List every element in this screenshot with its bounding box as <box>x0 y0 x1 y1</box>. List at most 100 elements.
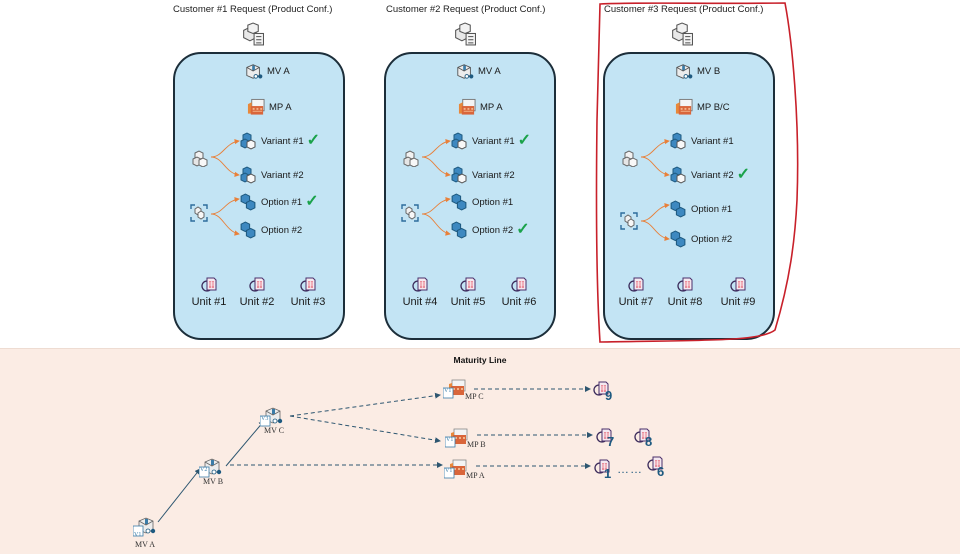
unit-label: Unit #5 <box>450 296 486 308</box>
customer-1-title: Customer #1 Request (Product Conf.) <box>173 4 333 15</box>
option-2-row[interactable]: Option #2 ✓ <box>450 221 530 239</box>
mv-row: MV B <box>675 62 720 80</box>
unit-label: Unit #2 <box>239 296 275 308</box>
mp-row: MP A <box>458 98 503 116</box>
mp-label: MP A <box>269 101 292 113</box>
unit-icon <box>300 277 316 292</box>
variant-1-row[interactable]: Variant #1 ✓ <box>239 132 320 150</box>
option-icon <box>240 221 256 239</box>
variant-option-arrows <box>210 138 240 236</box>
variant-2-row[interactable]: Variant #2 <box>239 166 304 184</box>
mp-c-label: MP C <box>465 392 484 401</box>
mv-label: MV B <box>697 65 721 77</box>
mp-row: MP B/C <box>675 98 730 116</box>
model-version-icon <box>676 64 693 79</box>
variant-1-row[interactable]: Variant #1 <box>669 132 734 150</box>
variant-icon <box>451 132 467 150</box>
mv-row: MV A <box>245 62 290 80</box>
link-mva-mvb <box>157 468 201 523</box>
unit-icon <box>677 277 693 292</box>
variant-1-label: Variant #1 <box>472 135 515 147</box>
customer-3-card: MV B MP B/C Variant #1 Variant #2 ✓ Opti… <box>603 52 775 340</box>
check-icon: ✓ <box>516 221 530 238</box>
unit-icon <box>412 277 428 292</box>
manufacturing-plan-icon <box>675 98 693 116</box>
option-1-row[interactable]: Option #1 ✓ <box>239 193 319 211</box>
variant-1-label: Variant #1 <box>261 135 304 147</box>
option-1-label: Option #1 <box>472 196 514 208</box>
variant-2-label: Variant #2 <box>261 169 304 181</box>
unit-label: Unit #4 <box>402 296 438 308</box>
unit-item: Unit #5 <box>443 276 493 308</box>
option-icon <box>670 230 686 248</box>
mp-c-version: V1 <box>444 388 452 394</box>
unit-label: Unit #9 <box>720 296 756 308</box>
variant-2-row[interactable]: Variant #2 <box>450 166 515 184</box>
customer-2-title: Customer #2 Request (Product Conf.) <box>386 4 546 15</box>
customer-2-card: MV A MP A Variant #1 ✓ Variant #2 Option… <box>384 52 556 340</box>
mv-c-version: V3 <box>261 416 269 422</box>
variant-source-icon <box>192 150 208 167</box>
unit-label: Unit #8 <box>667 296 703 308</box>
option-1-row[interactable]: Option #1 <box>450 193 513 211</box>
product-configuration-icon <box>672 22 694 46</box>
check-icon: ✓ <box>305 193 319 210</box>
unit-label: Unit #3 <box>290 296 326 308</box>
unit-item: Unit #7 <box>611 276 661 308</box>
option-source-icon <box>620 212 638 230</box>
variant-icon <box>670 166 686 184</box>
unit-8-number: 8 <box>645 434 653 449</box>
option-1-label: Option #1 <box>261 196 303 208</box>
unit-icon <box>460 277 476 292</box>
unit-6-number: 6 <box>657 464 665 479</box>
option-icon <box>670 200 686 218</box>
variant-option-arrows <box>421 138 451 236</box>
unit-9-number: 9 <box>605 388 613 403</box>
mp-a-label: MP A <box>466 471 485 480</box>
unit-label: Unit #1 <box>191 296 227 308</box>
mv-c-label: MV C <box>264 426 285 435</box>
customer-1-card: MV A MP A Variant #1 ✓ Variant #2 Option… <box>173 52 345 340</box>
model-version-icon <box>457 64 474 79</box>
variant-icon <box>670 132 686 150</box>
variant-2-row[interactable]: Variant #2 ✓ <box>669 166 750 184</box>
link-mvc-mpb <box>289 415 441 444</box>
unit-label: Unit #7 <box>618 296 654 308</box>
maturity-line-section: Maturity Line V1 MV A V2 MV B V3 MV C V1… <box>0 348 960 554</box>
variant-1-row[interactable]: Variant #1 ✓ <box>450 132 531 150</box>
mv-a-version: V1 <box>134 532 142 538</box>
ellipsis: …… <box>617 462 643 476</box>
variant-source-icon <box>622 150 638 167</box>
variant-icon <box>451 166 467 184</box>
manufacturing-plan-icon <box>247 98 265 116</box>
unit-item: Unit #6 <box>494 276 544 308</box>
option-icon <box>240 193 256 211</box>
unit-item: Unit #1 <box>184 276 234 308</box>
mv-label: MV A <box>267 65 290 77</box>
mp-label: MP B/C <box>697 101 730 113</box>
variant-2-label: Variant #2 <box>472 169 515 181</box>
check-icon: ✓ <box>517 132 532 149</box>
mv-b-label: MV B <box>203 477 224 486</box>
option-1-row[interactable]: Option #1 <box>669 200 732 218</box>
link-mvb-mvc <box>225 420 265 467</box>
maturity-links <box>157 386 593 523</box>
unit-1-number: 1 <box>604 466 612 481</box>
unit-7-number: 7 <box>607 434 615 449</box>
unit-icon <box>628 277 644 292</box>
product-configuration-icon <box>243 22 265 46</box>
option-2-row[interactable]: Option #2 <box>669 230 732 248</box>
mv-a-label: MV A <box>135 540 156 549</box>
unit-item: Unit #3 <box>283 276 333 308</box>
maturity-line-title: Maturity Line <box>453 355 507 365</box>
mp-label: MP A <box>480 101 503 113</box>
manufacturing-plan-icon <box>458 98 476 116</box>
mp-a-version: V1 <box>445 468 453 474</box>
option-1-label: Option #1 <box>691 203 733 215</box>
option-2-row[interactable]: Option #2 <box>239 221 302 239</box>
variant-icon <box>240 132 256 150</box>
option-source-icon <box>401 204 419 222</box>
unit-item: Unit #9 <box>713 276 763 308</box>
unit-icon <box>249 277 265 292</box>
mp-row: MP A <box>247 98 292 116</box>
